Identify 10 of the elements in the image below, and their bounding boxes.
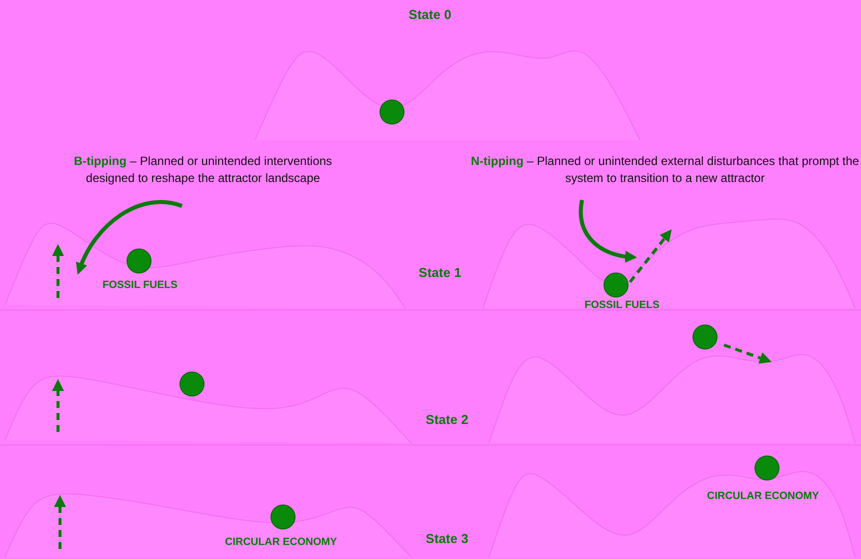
state-title: State 0 <box>408 6 452 24</box>
state-title: State 3 <box>426 530 468 548</box>
state-title: State 1 <box>418 264 462 282</box>
attractor-label: CIRCULAR ECONOMY <box>707 489 819 504</box>
description-text: N-tipping – Planned or unintended external disturbances that prompt the system to transition to a new attractor <box>470 153 860 187</box>
description-text: B-tipping – Planned or unintended interventions designed to reshape the attractor landscape <box>72 153 334 187</box>
attractor-label: FOSSIL FUELS <box>584 298 660 313</box>
attractor-label: FOSSIL FUELS <box>102 278 178 293</box>
attractor-label: CIRCULAR ECONOMY <box>225 535 337 550</box>
state-title: State 2 <box>426 411 468 429</box>
